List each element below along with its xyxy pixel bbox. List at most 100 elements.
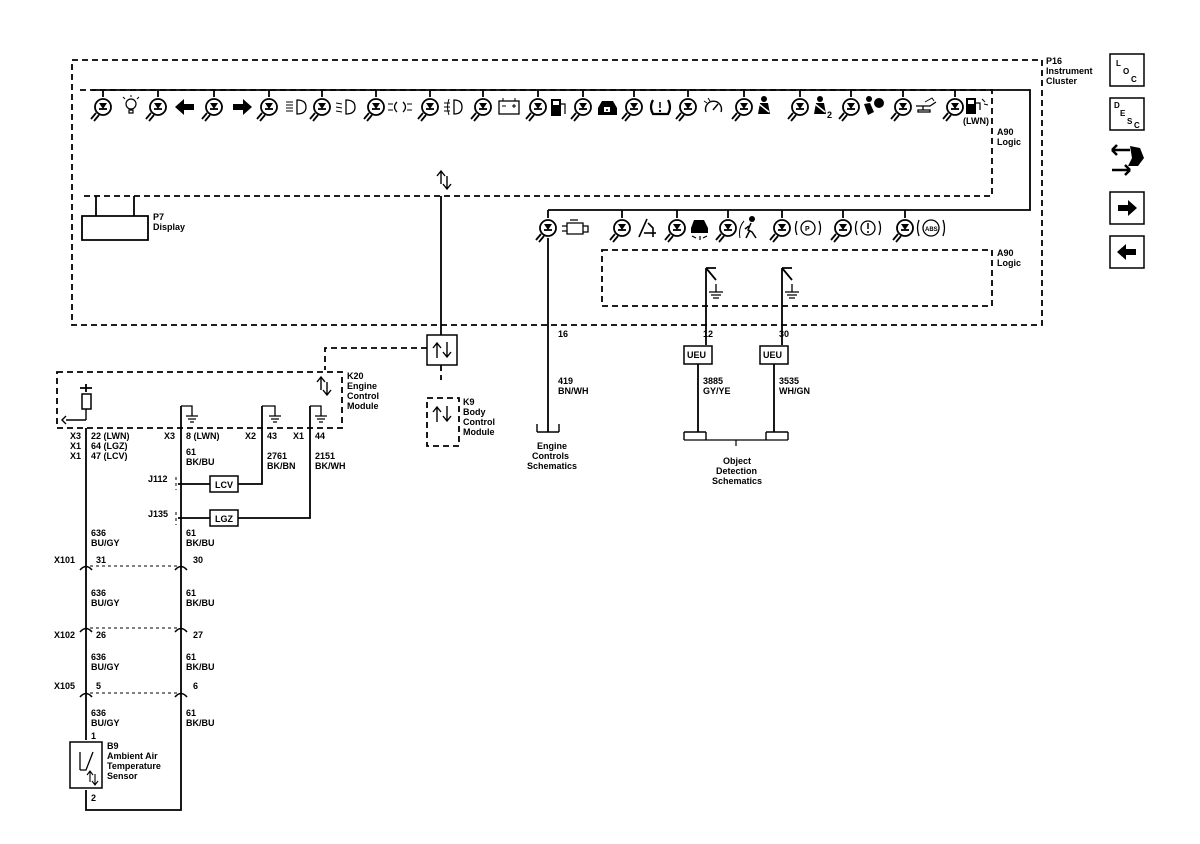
ueu-option-1: UEU <box>683 345 713 365</box>
abs-icon: ABS <box>916 219 946 237</box>
svg-text:Body: Body <box>463 407 486 417</box>
serial-data-box <box>426 334 458 366</box>
previous-page-button[interactable] <box>1109 235 1145 269</box>
svg-text:26: 26 <box>96 630 106 640</box>
svg-text:X1: X1 <box>293 431 304 441</box>
svg-text:UEU: UEU <box>687 350 706 360</box>
svg-text:Engine: Engine <box>537 441 567 451</box>
svg-text:P: P <box>805 226 810 233</box>
object-detection-switch-1 <box>705 267 723 345</box>
svg-text:Engine: Engine <box>347 381 377 391</box>
svg-text:43: 43 <box>267 431 277 441</box>
svg-text:J112: J112 <box>148 474 168 484</box>
j135-splice: J135 LGZ <box>148 509 239 527</box>
svg-text:BN/WH: BN/WH <box>558 386 589 396</box>
svg-text:D: D <box>1114 101 1120 110</box>
svg-text:BU/GY: BU/GY <box>91 662 120 672</box>
k20-pin-labels: X3 X1 X1 22 (LWN) 64 (LGZ) 47 (LCV) X3 8… <box>70 431 325 461</box>
p16-instrument-cluster: P16 Instrument Cluster A90 Logic <box>71 56 1093 345</box>
svg-text:BK/WH: BK/WH <box>315 461 346 471</box>
x101-connector: X101 31 30 <box>54 555 203 571</box>
low-beam-icon <box>335 99 356 115</box>
svg-text:Instrument: Instrument <box>1046 66 1093 76</box>
x102-connector: X102 26 27 <box>54 627 203 640</box>
svg-text:636: 636 <box>91 708 106 718</box>
oil-pressure-icon <box>916 97 937 113</box>
svg-text:L: L <box>1116 59 1121 68</box>
svg-text:419: 419 <box>558 376 573 386</box>
forward-collision-icon <box>691 220 708 240</box>
svg-text:X102: X102 <box>54 630 75 640</box>
svg-text:636: 636 <box>91 588 106 598</box>
svg-text:636: 636 <box>91 652 106 662</box>
led-icon <box>890 90 912 122</box>
svg-text:61: 61 <box>186 652 196 662</box>
connector-view-icon[interactable] <box>1111 144 1144 176</box>
svg-text:GY/YE: GY/YE <box>703 386 731 396</box>
svg-text:Cluster: Cluster <box>1046 76 1078 86</box>
k9-body-control-module: K9 Body Control Module <box>426 397 495 447</box>
high-beam-icon <box>286 99 307 115</box>
svg-text:6: 6 <box>193 681 198 691</box>
svg-text:X1: X1 <box>70 451 81 461</box>
led-icon <box>363 90 385 122</box>
svg-text:2: 2 <box>91 793 96 803</box>
svg-text:61: 61 <box>186 588 196 598</box>
led-icon <box>715 210 737 243</box>
airbag-icon <box>864 96 884 115</box>
led-icon <box>621 90 643 122</box>
svg-text:Object: Object <box>723 456 751 466</box>
svg-text:BK/BU: BK/BU <box>186 457 215 467</box>
led-icon <box>830 210 852 243</box>
wire-3535: 3535 WH/GN <box>779 376 810 396</box>
low-washer-fluid-icon <box>966 98 989 114</box>
a90-bottom-label: A90 Logic <box>997 248 1021 268</box>
led-icon <box>570 90 592 122</box>
led-icon <box>664 210 686 243</box>
svg-text:Detection: Detection <box>716 466 757 476</box>
led-icon <box>309 90 331 122</box>
svg-text:61: 61 <box>186 528 196 538</box>
seatbelt-2-label: 2 <box>827 110 832 120</box>
wire-419: 419 BN/WH <box>558 376 589 396</box>
cruise-control-icon <box>703 97 723 113</box>
led-icon <box>787 90 809 122</box>
svg-text:Schematics: Schematics <box>712 476 762 486</box>
svg-text:Ambient Air: Ambient Air <box>107 751 158 761</box>
led-icon <box>769 210 791 243</box>
next-page-button[interactable] <box>1109 191 1145 225</box>
svg-text:64 (LGZ): 64 (LGZ) <box>91 441 128 451</box>
svg-text:Control: Control <box>463 417 495 427</box>
description-view-button[interactable]: D E S C <box>1109 97 1145 131</box>
fog-lamp-icon <box>444 98 463 116</box>
led-icon <box>535 210 557 243</box>
svg-text:BK/BU: BK/BU <box>186 718 215 728</box>
svg-text:Logic: Logic <box>997 137 1021 147</box>
lwn-label: (LWN) <box>963 116 989 126</box>
lgz-option: LGZ <box>215 514 233 524</box>
svg-text:636: 636 <box>91 528 106 538</box>
svg-text:Schematics: Schematics <box>527 461 577 471</box>
object-detection-ref: Object Detection Schematics <box>683 431 789 486</box>
svg-text:E: E <box>1120 109 1126 118</box>
svg-text:47 (LCV): 47 (LCV) <box>91 451 128 461</box>
led-icon <box>892 210 914 243</box>
pin-12: 12 <box>703 329 713 339</box>
parking-lamp-icon <box>388 101 412 113</box>
svg-text:UEU: UEU <box>763 350 782 360</box>
svg-text:S: S <box>1127 117 1133 126</box>
brake-warning-icon <box>854 220 882 236</box>
indicator-row-bottom: P ABS <box>535 210 946 243</box>
seatbelt-icon <box>758 96 770 114</box>
svg-text:22 (LWN): 22 (LWN) <box>91 431 130 441</box>
svg-text:Logic: Logic <box>997 258 1021 268</box>
serial-data-icon <box>436 169 452 191</box>
svg-text:ABS: ABS <box>925 227 938 233</box>
location-view-button[interactable]: L O C <box>1109 53 1145 87</box>
pin-30: 30 <box>779 329 789 339</box>
svg-text:2761: 2761 <box>267 451 287 461</box>
